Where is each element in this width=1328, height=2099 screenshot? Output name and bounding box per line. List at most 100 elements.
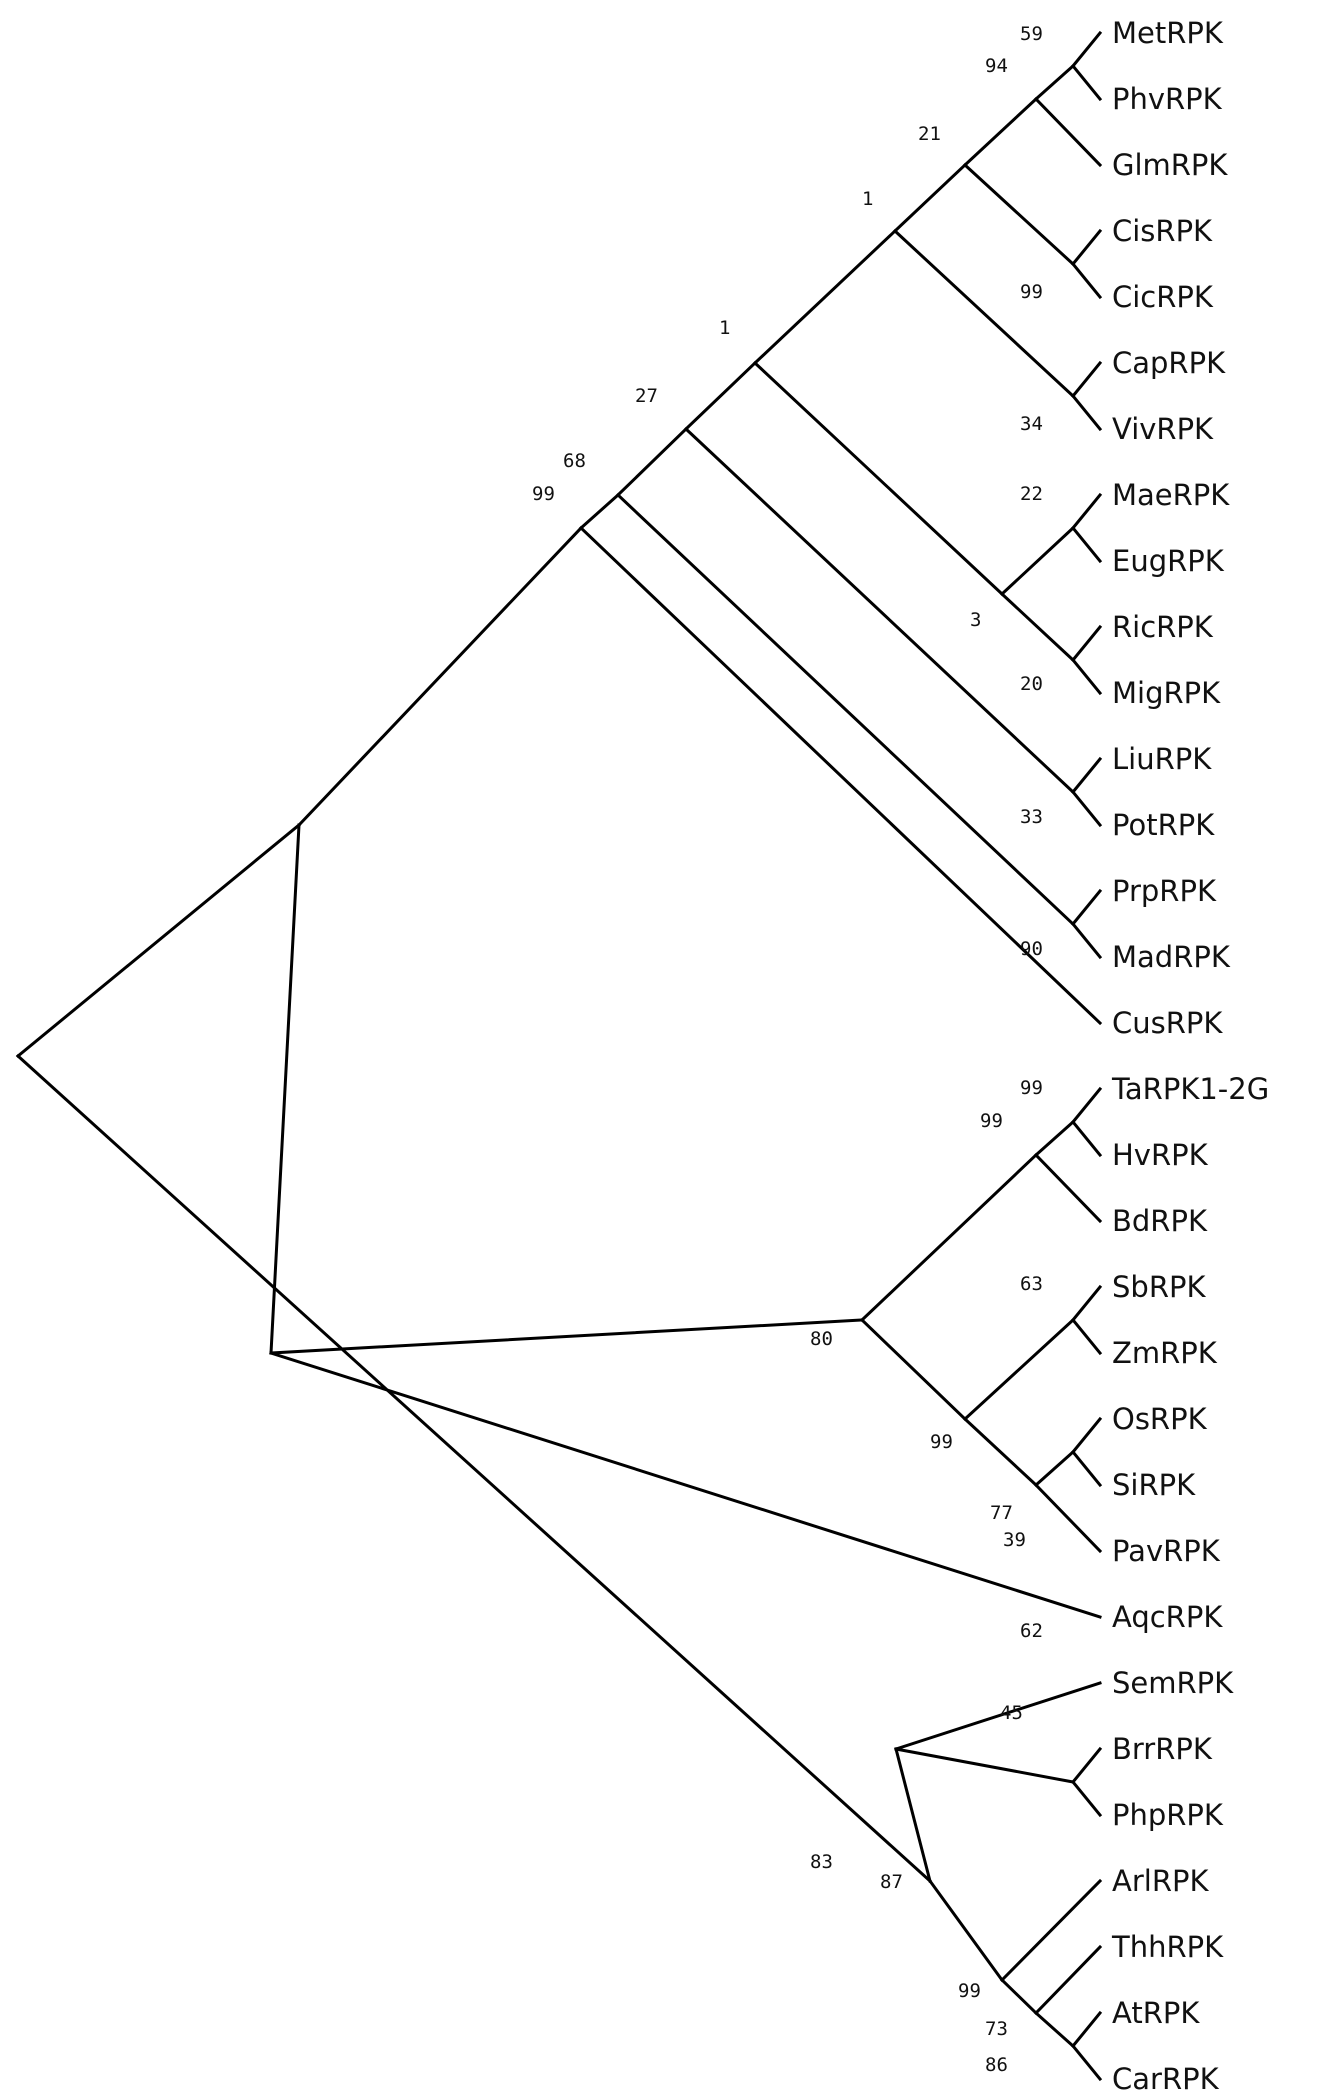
branch-n14-n12 — [615, 426, 689, 498]
taxon-label: AqcRPK — [1112, 1600, 1223, 1634]
branch-n3-3 — [1070, 228, 1103, 267]
taxon-label: SbRPK — [1112, 1270, 1206, 1304]
bootstrap-value: 34 — [1020, 413, 1043, 435]
branch-n29-n28 — [999, 1977, 1039, 2016]
branch-n22-n17 — [859, 1152, 1039, 1323]
bootstrap-value: 22 — [1020, 483, 1043, 505]
taxon-label: SemRPK — [1112, 1666, 1234, 1700]
branch-n15-n14 — [578, 492, 621, 531]
taxon-label: RicRPK — [1112, 610, 1214, 644]
branch-n10-n9 — [752, 360, 1005, 597]
branch-n5-6 — [1070, 393, 1103, 432]
bootstrap-value: 33 — [1020, 806, 1043, 828]
taxon-label: CisRPK — [1112, 214, 1213, 248]
tree-branches — [15, 30, 1103, 2082]
bootstrap-value: 99 — [980, 1110, 1003, 1132]
branch-n19-21 — [1070, 1416, 1103, 1455]
branch-n16-17 — [1070, 1119, 1103, 1158]
branch-n13-13 — [1070, 888, 1103, 927]
bootstrap-value: 39 — [1003, 1529, 1026, 1551]
taxon-label: OsRPK — [1112, 1402, 1208, 1436]
branch-n24-n23 — [269, 823, 301, 1355]
bootstrap-value: 83 — [810, 1851, 833, 1873]
taxon-label: PavRPK — [1112, 1534, 1221, 1568]
branch-n14-n13 — [615, 492, 1076, 927]
branch-n7-7 — [1070, 492, 1103, 531]
taxon-label: ZmRPK — [1112, 1336, 1218, 1370]
branch-root-n30 — [15, 1053, 933, 1884]
branch-n2-n1 — [1033, 63, 1076, 102]
branch-n21-n18 — [962, 1317, 1076, 1422]
branch-n29-28 — [999, 1878, 1103, 1983]
branch-n27-31 — [1070, 2043, 1103, 2082]
taxon-label: MigRPK — [1112, 676, 1221, 710]
bootstrap-value: 20 — [1020, 673, 1043, 695]
taxon-label: CarRPK — [1112, 2062, 1220, 2096]
taxon-label: MaeRPK — [1112, 478, 1230, 512]
branch-n30-n26 — [894, 1747, 932, 1883]
branch-n23-24 — [269, 1351, 1102, 1619]
branch-n18-19 — [1070, 1284, 1103, 1323]
taxon-label: CicRPK — [1112, 280, 1214, 314]
branch-n13-14 — [1070, 921, 1103, 960]
bootstrap-value: 90 — [1020, 938, 1043, 960]
taxon-label: ArlRPK — [1112, 1864, 1209, 1898]
taxon-label: CapRPK — [1112, 346, 1226, 380]
branch-n17-n16 — [1033, 1119, 1076, 1158]
branch-n6-n5 — [892, 228, 1076, 399]
taxon-label: EugRPK — [1112, 544, 1225, 578]
branch-n26-25 — [894, 1681, 1102, 1751]
bootstrap-value: 59 — [1020, 23, 1043, 45]
branch-n20-23 — [1033, 1482, 1103, 1554]
bootstrap-value: 73 — [985, 2018, 1008, 2040]
branch-n26-n25 — [894, 1747, 1075, 1784]
branch-n2-2 — [1033, 96, 1103, 168]
taxon-label: ThhRPK — [1111, 1930, 1224, 1964]
branch-n17-18 — [1033, 1152, 1103, 1224]
branch-n11-12 — [1070, 789, 1103, 828]
taxon-label: HvRPK — [1112, 1138, 1209, 1172]
branch-n18-20 — [1070, 1317, 1103, 1356]
branch-n9-n7 — [999, 525, 1076, 597]
bootstrap-value: 45 — [1000, 1702, 1023, 1724]
taxon-label: PrpRPK — [1112, 874, 1217, 908]
branch-n12-n11 — [683, 426, 1076, 795]
bootstrap-value: 86 — [985, 2054, 1008, 2076]
taxon-labels: MetRPKPhvRPKGlmRPKCisRPKCicRPKCapRPKVivR… — [1111, 16, 1269, 2096]
branch-n20-n19 — [1033, 1449, 1076, 1488]
branch-n11-11 — [1070, 756, 1103, 795]
taxon-label: PhpRPK — [1112, 1798, 1224, 1832]
branch-root-n24 — [15, 822, 302, 1059]
bootstrap-value: 3 — [970, 609, 981, 631]
branch-n10-n6 — [752, 228, 898, 366]
branch-n3-4 — [1070, 261, 1103, 300]
branch-n25-27 — [1070, 1779, 1103, 1818]
branch-n16-16 — [1070, 1086, 1103, 1125]
branch-n5-5 — [1070, 360, 1103, 399]
taxon-label: MadRPK — [1112, 940, 1231, 974]
bootstrap-value: 99 — [1020, 281, 1043, 303]
taxon-label: BdRPK — [1112, 1204, 1208, 1238]
branch-n9-n8 — [999, 591, 1076, 663]
bootstrap-value: 99 — [958, 1980, 981, 2002]
bootstrap-value: 99 — [1020, 1077, 1043, 1099]
branch-n28-29 — [1033, 1944, 1103, 2016]
branch-n30-n29 — [927, 1878, 1005, 1983]
taxon-label: MetRPK — [1112, 16, 1224, 50]
branch-n15-15 — [578, 525, 1103, 1026]
bootstrap-value: 62 — [1020, 1620, 1043, 1642]
branch-n25-26 — [1070, 1746, 1103, 1785]
branch-n4-n3 — [962, 162, 1076, 267]
branch-n21-n20 — [962, 1416, 1039, 1488]
taxon-label: LiuRPK — [1112, 742, 1212, 776]
bootstrap-value: 99 — [930, 1431, 953, 1453]
taxon-label: GlmRPK — [1112, 148, 1228, 182]
branch-n28-n27 — [1033, 2010, 1076, 2049]
taxon-label: BrrRPK — [1112, 1732, 1213, 1766]
bootstrap-value: 1 — [862, 188, 873, 210]
branch-n1-0 — [1070, 30, 1103, 69]
bootstrap-value: 1 — [719, 317, 730, 339]
bootstrap-value: 80 — [810, 1328, 833, 1350]
